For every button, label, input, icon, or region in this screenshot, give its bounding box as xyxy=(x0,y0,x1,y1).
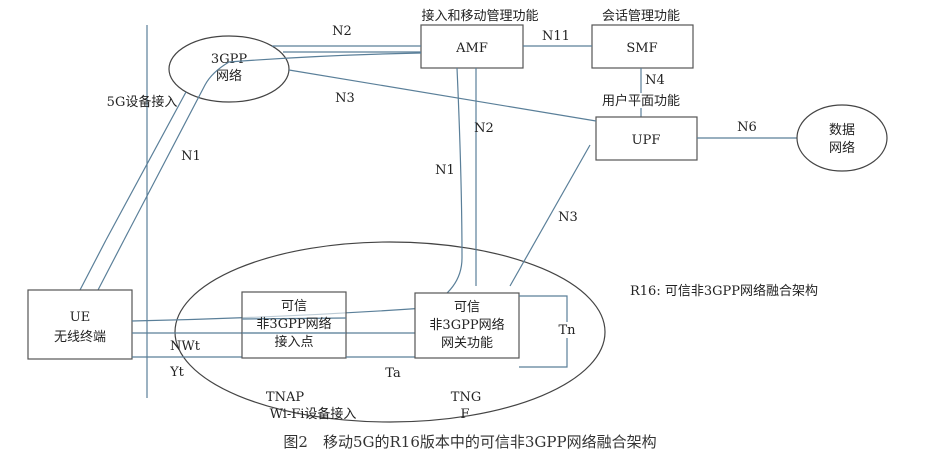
figure-caption: 图2 移动5G的R16版本中的可信非3GPP网络融合架构 xyxy=(283,433,656,451)
n3-right-label: N3 xyxy=(558,210,578,225)
ue-n1-link-ext xyxy=(97,239,125,291)
smf-label: SMF xyxy=(626,41,657,56)
tngf-line2: 非3GPP网络 xyxy=(429,317,504,333)
amf-label: AMF xyxy=(455,41,488,56)
n1-mid-link xyxy=(424,67,463,309)
tngf-line3: 网关功能 xyxy=(441,336,493,351)
upf-label: UPF xyxy=(632,133,661,148)
n2-top-label: N2 xyxy=(332,24,352,39)
3gpp-network-ellipse xyxy=(168,35,290,103)
ue-3gpp-link xyxy=(105,91,187,241)
ue-n1-tngf-link-through xyxy=(241,317,347,320)
tngf-line1: 可信 xyxy=(454,300,480,315)
n3-top-link xyxy=(288,69,597,122)
tngf-abbr2: F xyxy=(460,407,469,422)
tnap-line3: 接入点 xyxy=(274,334,313,350)
5g-access-label: 5G设备接入 xyxy=(107,94,178,110)
data-network-line2: 网络 xyxy=(829,140,855,156)
tnap-box xyxy=(241,291,347,359)
amf-caption: 接入和移动管理功能 xyxy=(421,8,538,24)
ue-3gpp-link-ext xyxy=(79,239,107,291)
n11-label: N11 xyxy=(542,29,570,44)
data-network-ellipse xyxy=(796,104,888,172)
3gpp-network-line2: 网络 xyxy=(216,68,242,84)
upf-caption: 用户平面功能 xyxy=(602,93,680,109)
nwt-label: NWt xyxy=(170,339,201,354)
n4-label: N4 xyxy=(645,73,665,88)
ue-n1-link xyxy=(123,61,230,241)
tnap-abbr: TNAP xyxy=(266,390,304,405)
ta-label: Ta xyxy=(385,366,401,381)
3gpp-network-line1: 3GPP xyxy=(211,52,247,67)
yt-label: Yt xyxy=(169,365,185,380)
tnap-line1: 可信 xyxy=(281,299,307,314)
tngf-abbr1: TNG xyxy=(451,390,481,405)
n1-mid-label: N1 xyxy=(435,163,455,178)
trusted-network-ellipse xyxy=(174,241,606,423)
tnap-line2: 非3GPP网络 xyxy=(256,316,331,332)
r16-title: R16: 可信非3GPP网络融合架构 xyxy=(630,283,818,299)
data-network-line1: 数据 xyxy=(829,123,855,138)
n2-mid-label: N2 xyxy=(474,121,494,136)
ue-line2: 无线终端 xyxy=(54,329,106,345)
n6-label: N6 xyxy=(737,120,757,135)
n1-3gpp-amf-link xyxy=(228,52,422,63)
tn-label: Tn xyxy=(558,323,576,338)
tnap-desc: Wi-Fi设备接入 xyxy=(270,406,357,422)
n3-right-link xyxy=(509,144,591,287)
n1-left-label: N1 xyxy=(181,149,201,164)
smf-caption: 会话管理功能 xyxy=(602,9,680,24)
n3-top-label: N3 xyxy=(335,91,355,106)
ue-line1: UE xyxy=(70,310,90,325)
smf-box xyxy=(591,24,694,69)
tngf-box xyxy=(414,292,520,359)
ue-box xyxy=(27,289,133,360)
